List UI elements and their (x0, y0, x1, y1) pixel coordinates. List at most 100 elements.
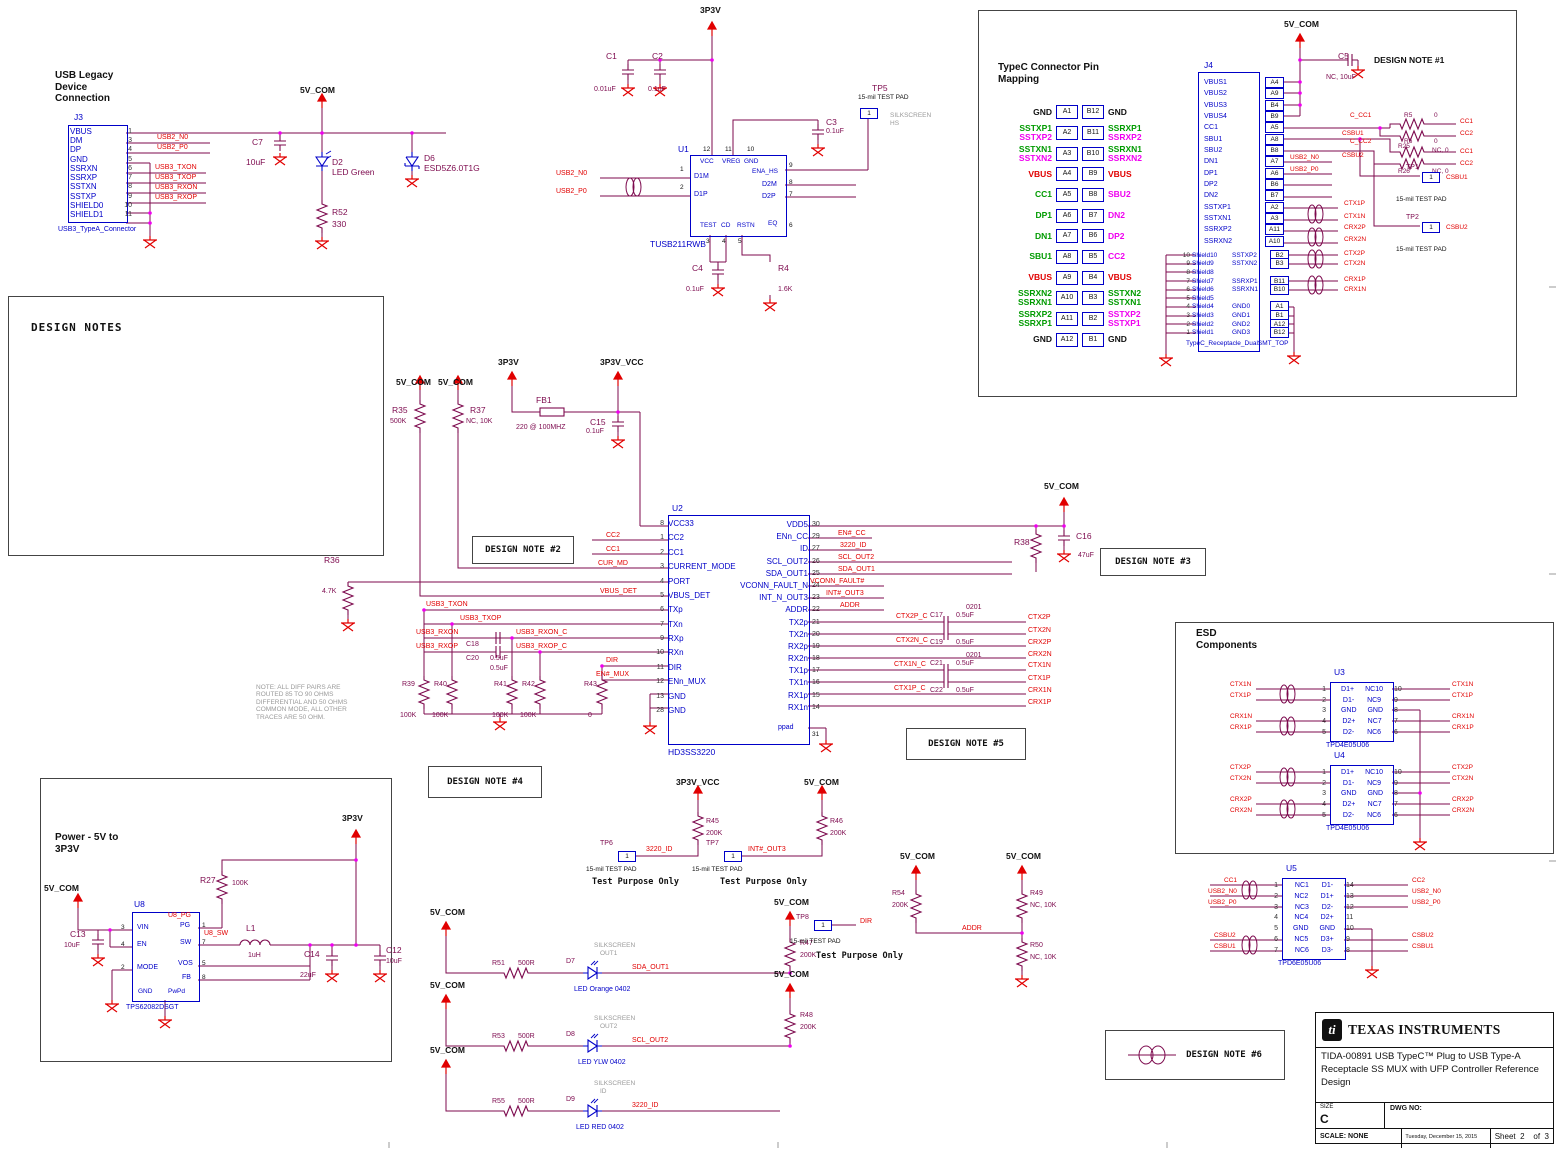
size-label: SIZE (1320, 1104, 1334, 1110)
j4-ref: J4 (1204, 60, 1213, 70)
ref-label: R47 (800, 940, 813, 947)
pin-designator: A4 (1265, 77, 1284, 88)
typec-map-row: DN1 A7 B6 DP2 (988, 226, 1208, 247)
net-label: DIR (606, 657, 619, 664)
value-label: 0.01uF (594, 86, 616, 93)
pin-name: NC4 (1294, 914, 1309, 922)
pin-name: SSTXP2 (1232, 251, 1257, 259)
pin-name: ENn_MUX (668, 677, 706, 687)
net-label: CC1 (606, 546, 621, 553)
map-right-label: GND (1108, 107, 1172, 117)
pin-number: 28 (656, 706, 664, 714)
pin-name: VCC (700, 158, 714, 165)
pin-name: GND (1367, 790, 1384, 798)
value-label: 200K (830, 830, 847, 837)
net-label: USB2_P0 (1412, 899, 1441, 906)
value-label: 0.5uF (490, 665, 508, 672)
map-right-label: CC2 (1108, 252, 1172, 261)
power-title: Power - 5V to 3P3V (55, 832, 119, 855)
power-label: 5V_COM (774, 897, 809, 907)
net-label: CSBU1 (1412, 943, 1434, 950)
pin-net-name: SBU2 (1108, 189, 1131, 200)
pin-number: 2 (1186, 320, 1190, 328)
pin-number: 12 (703, 146, 711, 153)
pin-name: SHIELD1 (70, 209, 104, 219)
net-label: CTX1P (1230, 692, 1251, 699)
scale-label: SCALE: (1320, 1133, 1347, 1140)
pin-name: TXn (668, 619, 683, 629)
pin-number: 7 (1274, 947, 1278, 955)
pin-name: GND (744, 158, 759, 165)
tp6-pad: 1 (618, 851, 636, 862)
pin-name: D3+ (1320, 936, 1334, 944)
design-notes-title: DESIGN NOTES (31, 321, 123, 334)
pin-cell-b: B11 (1082, 125, 1104, 140)
design-note-label: DESIGN NOTE #5 (928, 739, 1004, 749)
value-label: 0 (1434, 138, 1438, 145)
of-label: of (1533, 1132, 1541, 1141)
ref-label: R27 (200, 875, 216, 885)
value-label: LED Orange 0402 (574, 986, 631, 993)
ref-label: C16 (1076, 531, 1092, 541)
pin-designator: B10 (1270, 284, 1289, 296)
pin-name: NC7 (1367, 718, 1382, 726)
pin-number: 14 (1345, 881, 1354, 889)
pin-number: 2 (1274, 892, 1278, 900)
design-note-5-box: DESIGN NOTE #5 (906, 728, 1026, 760)
tp1-pad: 1 (1422, 172, 1440, 183)
u1-part: TUSB211RWB (650, 239, 706, 249)
pad-number: 1 (867, 110, 871, 117)
net-label: CC1 (1460, 148, 1474, 155)
pin-number: 7 (660, 620, 664, 628)
pin-name: DP2 (1204, 181, 1218, 189)
pin-cell-b: B7 (1082, 208, 1104, 223)
pin-net-name: CC2 (1108, 251, 1126, 262)
pin-cell-b: B2 (1082, 311, 1104, 326)
ref-label: D8 (566, 1031, 575, 1038)
net-label: 3220_ID (840, 542, 867, 549)
pad-number: 1 (625, 853, 629, 860)
net-label: CTX1N (1230, 681, 1252, 688)
pin-designator: A3 (1265, 213, 1284, 225)
value-label: 500R (518, 1098, 535, 1105)
title-block-header: ti TEXAS INSTRUMENTS (1316, 1013, 1553, 1048)
pin-number: 13 (1346, 892, 1354, 900)
pin-designator: B4 (1265, 99, 1284, 111)
net-label: CTX1N (1452, 681, 1474, 688)
pin-name: D1- (1342, 779, 1355, 787)
value-label: ESD5Z6.0T1G (424, 163, 480, 173)
pin-net-name: GND (1033, 106, 1052, 117)
typec-map-row: GND A12 B1 GND (988, 329, 1208, 350)
typec-title: TypeC Connector Pin Mapping (998, 62, 1099, 85)
pin-number: 9 (1393, 779, 1398, 787)
design-notes-panel: DESIGN NOTES (8, 296, 384, 556)
pin-number: 6 (1393, 729, 1398, 737)
pin-designator: B3 (1270, 258, 1289, 270)
scale-value: NONE (1348, 1133, 1369, 1140)
testpad-label: 15-mil TEST PAD (692, 866, 743, 873)
pin-cell-b: B6 (1082, 229, 1104, 244)
pin-number: 2 (121, 964, 125, 971)
net-label: SDA_OUT1 (838, 566, 875, 573)
pin-name: SSTXP (70, 191, 97, 201)
pin-number: 11 (656, 663, 664, 671)
pin-net-name: SSRXN2 (1017, 288, 1052, 299)
sheet-total: 3 (1544, 1132, 1549, 1141)
pin-number: 19 (812, 642, 820, 650)
wires-typec (1165, 48, 1456, 354)
value-label: 200K (706, 830, 723, 837)
net-label: SCL_OUT2 (632, 1037, 669, 1044)
pin-number: 13 (656, 692, 664, 700)
u2-ref: U2 (672, 503, 683, 513)
